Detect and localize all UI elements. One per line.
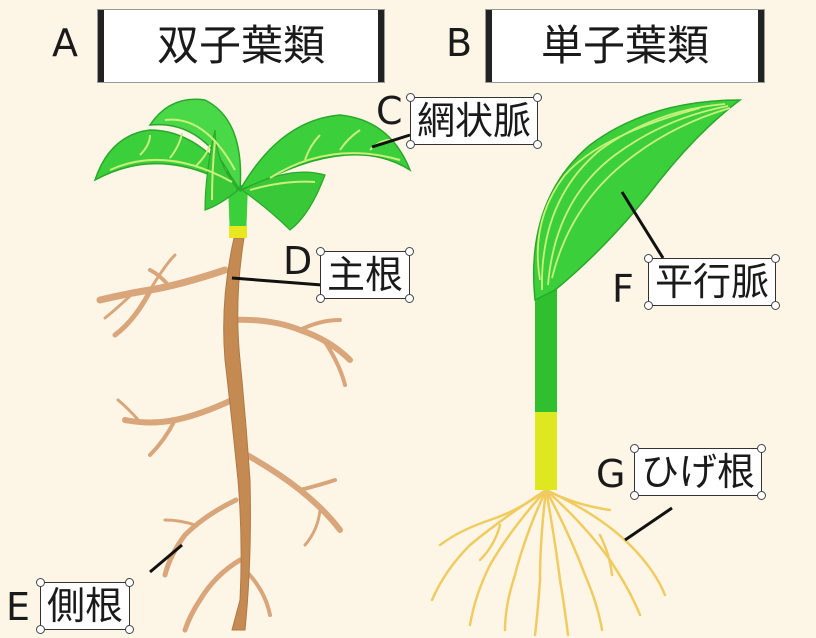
label-f-letter: F [612,267,634,311]
monocot-leaf [532,99,743,302]
dicot-letter: A [52,21,78,65]
leader-line-c [371,133,411,149]
net-veins [109,118,401,201]
dicot-stem [228,185,248,238]
label-main-root-text: 主根 [327,253,404,297]
dicot-leaves [93,98,412,231]
label-parallel-veins-text: 平行脈 [655,260,770,304]
label-net-veins-text: 網状脈 [417,99,532,143]
dicot-stem-yellow [229,226,247,238]
label-c-letter: C [376,89,403,133]
parallel-veins [536,103,731,291]
label-net-veins: 網状脈 [406,93,543,149]
leader-line-f [620,191,665,259]
dicot-title: 双子葉類 [97,9,385,83]
monocot-fibrous-roots [430,488,667,637]
label-lateral-root: 側根 [36,578,135,634]
label-lateral-root-text: 側根 [47,584,124,628]
label-fibrous-root: ひげ根 [630,444,767,500]
dicot-plant [93,98,412,633]
label-main-root: 主根 [316,247,415,303]
label-e-letter: E [6,585,31,629]
monocot-stem-yellow [535,412,557,490]
leader-line-e [149,543,183,574]
dicot-lateral-roots [96,253,353,633]
monocot-stem [535,270,557,415]
label-d-letter: D [283,239,313,283]
monocot-title: 単子葉類 [485,9,765,83]
label-g-letter: G [596,452,626,496]
leader-line-d [231,276,323,287]
leader-line-g [624,506,673,542]
label-parallel-veins: 平行脈 [644,254,781,310]
dicot-main-root [223,237,251,631]
monocot-letter: B [446,21,473,65]
monocot-plant [430,99,743,637]
label-fibrous-root-text: ひげ根 [641,450,756,494]
leader-lines [149,133,673,574]
